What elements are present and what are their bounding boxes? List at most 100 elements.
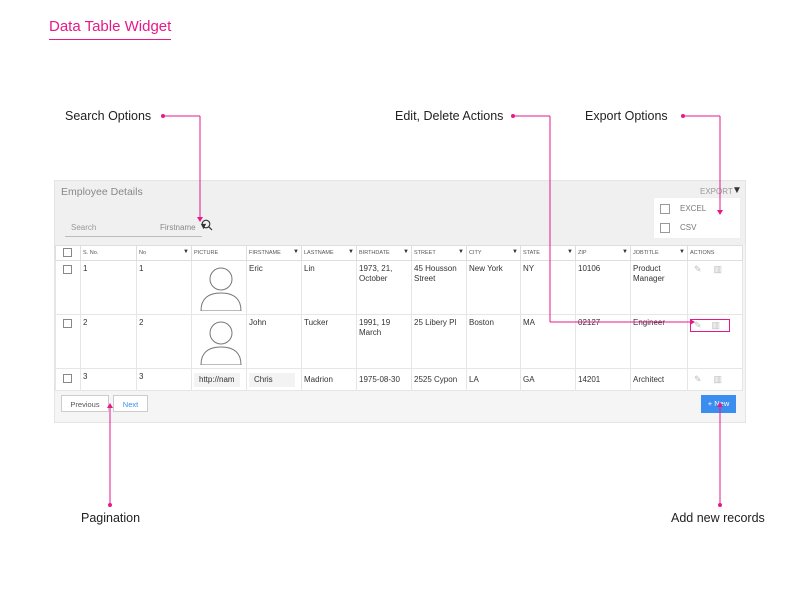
caret-down-icon[interactable]: ▼ bbox=[199, 221, 208, 231]
filter-caret-icon[interactable]: ▼ bbox=[293, 249, 299, 255]
table-row[interactable]: 1 1 Eric Lin 1973, 21, October 45 Housso… bbox=[55, 260, 743, 315]
callout-export-options: Export Options bbox=[585, 109, 668, 123]
filter-caret-icon[interactable]: ▼ bbox=[403, 249, 409, 255]
checkbox[interactable] bbox=[660, 204, 670, 214]
search-icon[interactable] bbox=[201, 219, 213, 231]
add-new-button[interactable]: + New bbox=[701, 395, 736, 413]
filter-caret-icon[interactable]: ▼ bbox=[458, 249, 464, 255]
select-all-cell[interactable] bbox=[55, 245, 81, 261]
row-checkbox[interactable] bbox=[63, 374, 72, 383]
cell-actions: ✎▥ bbox=[687, 368, 743, 391]
row-select-cell[interactable] bbox=[55, 368, 81, 391]
widget-title: Employee Details bbox=[61, 186, 143, 198]
column-header-label: CITY bbox=[469, 250, 482, 256]
cell-city: Boston bbox=[466, 314, 521, 369]
cell-street[interactable]: 2525 Cypon bbox=[411, 368, 467, 391]
cell-city: New York bbox=[466, 260, 521, 315]
column-header-label: STATE bbox=[523, 250, 540, 256]
cell-no: 2 bbox=[136, 314, 192, 369]
export-option-csv[interactable]: CSV bbox=[660, 223, 696, 233]
callout-pagination: Pagination bbox=[81, 511, 141, 525]
column-header-label: ZIP bbox=[578, 250, 587, 256]
cell-street: 45 Housson Street bbox=[411, 260, 467, 315]
next-button[interactable]: Next bbox=[113, 395, 148, 412]
table-header-row: S. No. No▼ PICTURE FIRSTNAME▼ LASTNAME▼ … bbox=[55, 245, 743, 261]
column-header[interactable]: S. No. bbox=[80, 245, 137, 261]
row-checkbox[interactable] bbox=[63, 265, 72, 274]
filter-caret-icon[interactable]: ▼ bbox=[183, 249, 189, 255]
select-all-checkbox[interactable] bbox=[63, 248, 72, 257]
search-bar[interactable]: Search Firstname ▼ bbox=[65, 221, 208, 237]
trash-icon[interactable]: ▥ bbox=[713, 374, 723, 384]
page-title: Data Table Widget bbox=[49, 18, 172, 40]
avatar-placeholder-icon bbox=[200, 267, 242, 312]
export-option-label: CSV bbox=[680, 223, 697, 233]
callout-add-new-records: Add new records bbox=[671, 511, 765, 525]
search-field-select[interactable]: Firstname bbox=[160, 223, 196, 232]
column-header[interactable]: PICTURE bbox=[191, 245, 247, 261]
cell-sno: 2 bbox=[80, 314, 137, 369]
export-button[interactable]: EXPORT bbox=[700, 187, 733, 196]
edit-icon[interactable]: ✎ bbox=[694, 264, 702, 274]
cell-picture bbox=[191, 260, 247, 315]
column-header-label: PICTURE bbox=[194, 250, 219, 256]
column-header[interactable]: No ▼ bbox=[136, 245, 192, 261]
cell-street: 25 Libery Pl bbox=[411, 314, 467, 369]
export-option-excel[interactable]: EXCEL bbox=[660, 204, 706, 214]
column-header[interactable]: BIRTHDATE ▼ bbox=[356, 245, 412, 261]
previous-button[interactable]: Previous bbox=[61, 395, 109, 412]
filter-caret-icon[interactable]: ▼ bbox=[348, 249, 354, 255]
row-select-cell[interactable] bbox=[55, 260, 81, 315]
cell-actions: ✎▥ bbox=[687, 314, 743, 369]
trash-icon[interactable]: ▥ bbox=[713, 264, 723, 274]
column-header[interactable]: STATE ▼ bbox=[520, 245, 576, 261]
column-header-label: FIRSTNAME bbox=[249, 250, 281, 256]
column-header[interactable]: LASTNAME ▼ bbox=[301, 245, 357, 261]
edit-icon[interactable]: ✎ bbox=[694, 374, 702, 384]
column-header-label: S. No. bbox=[83, 250, 99, 256]
table-row[interactable]: 3 3 http://nam Chris Madrion 1975-08-30 … bbox=[55, 368, 743, 391]
row-select-cell[interactable] bbox=[55, 314, 81, 369]
cell-firstname[interactable]: Chris bbox=[246, 368, 302, 391]
cell-state: MA bbox=[520, 314, 576, 369]
actions-highlight: ✎▥ bbox=[690, 319, 730, 332]
column-header[interactable]: CITY ▼ bbox=[466, 245, 521, 261]
cell-birthdate: 1991, 19 March bbox=[356, 314, 412, 369]
edit-icon[interactable]: ✎ bbox=[694, 320, 702, 330]
employee-table: S. No. No▼ PICTURE FIRSTNAME▼ LASTNAME▼ … bbox=[55, 245, 743, 391]
cell-actions: ✎▥ bbox=[687, 260, 743, 315]
cell-city[interactable]: LA bbox=[466, 368, 521, 391]
widget-header: Employee Details Search Firstname ▼ EXPO… bbox=[55, 181, 745, 245]
column-header[interactable]: ZIP ▼ bbox=[575, 245, 631, 261]
callout-edit-delete-actions: Edit, Delete Actions bbox=[395, 109, 504, 123]
export-menu: EXCEL CSV bbox=[653, 197, 741, 239]
filter-caret-icon[interactable]: ▼ bbox=[567, 249, 573, 255]
cell-zip: 10106 bbox=[575, 260, 631, 315]
cell-picture[interactable]: http://nam bbox=[191, 368, 247, 391]
cell-birthdate: 1973, 21, October bbox=[356, 260, 412, 315]
search-input[interactable]: Search bbox=[71, 223, 97, 232]
filter-caret-icon[interactable]: ▼ bbox=[512, 249, 518, 255]
column-header-label: BIRTHDATE bbox=[359, 250, 390, 256]
avatar-placeholder-icon bbox=[200, 321, 242, 366]
picture-url-input[interactable]: http://nam bbox=[194, 372, 240, 387]
cell-zip[interactable]: 14201 bbox=[575, 368, 631, 391]
trash-icon[interactable]: ▥ bbox=[711, 320, 721, 330]
column-header-label: No bbox=[139, 250, 147, 256]
column-header-label: LASTNAME bbox=[304, 250, 334, 256]
column-header[interactable]: JOBTITLE ▼ bbox=[630, 245, 688, 261]
cell-jobtitle: Product Manager bbox=[630, 260, 688, 315]
firstname-input[interactable]: Chris bbox=[249, 372, 295, 387]
column-header-label: ACTIONS bbox=[690, 250, 715, 256]
caret-down-icon[interactable]: ▼ bbox=[732, 185, 742, 196]
column-header[interactable]: FIRSTNAME ▼ bbox=[246, 245, 302, 261]
column-header-label: STREET bbox=[414, 250, 436, 256]
column-header: ACTIONS bbox=[687, 245, 743, 261]
filter-caret-icon[interactable]: ▼ bbox=[679, 249, 685, 255]
filter-caret-icon[interactable]: ▼ bbox=[622, 249, 628, 255]
column-header[interactable]: STREET ▼ bbox=[411, 245, 467, 261]
checkbox[interactable] bbox=[660, 223, 670, 233]
column-header-label: JOBTITLE bbox=[633, 250, 659, 256]
row-checkbox[interactable] bbox=[63, 319, 72, 328]
